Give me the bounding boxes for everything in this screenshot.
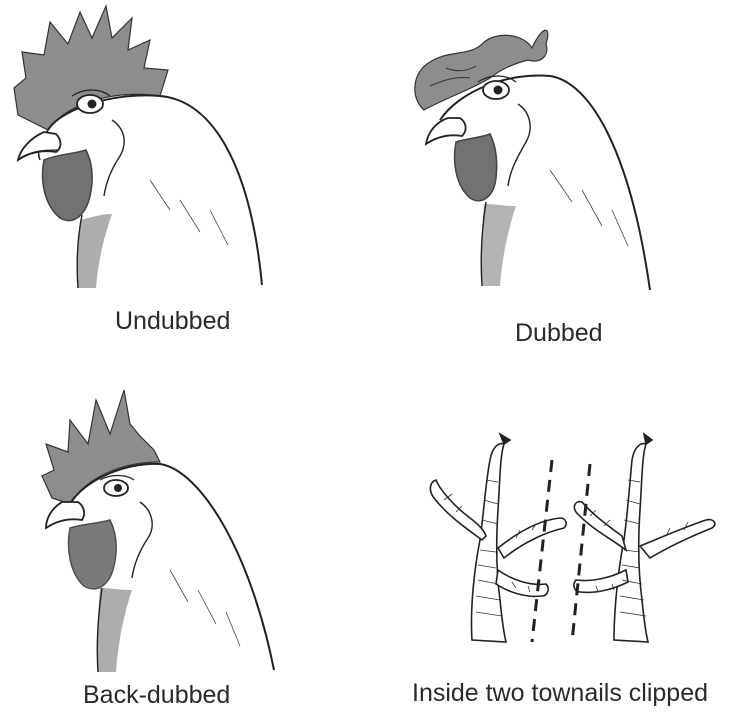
caption-inside-toenails-clipped: Inside two townails clipped: [412, 679, 708, 708]
clipped-toenails-illustration: [400, 420, 740, 650]
right-foot: [574, 434, 715, 642]
left-foot: [430, 434, 566, 642]
clip-line-right: [572, 464, 590, 642]
beak: [426, 118, 466, 144]
wattle: [43, 150, 93, 221]
caption-back-dubbed: Back-dubbed: [83, 681, 230, 710]
clip-line-left: [532, 460, 552, 642]
caption-undubbed: Undubbed: [115, 307, 230, 336]
back-dubbed-comb: [42, 390, 160, 504]
wattle: [455, 134, 497, 201]
caption-dubbed: Dubbed: [515, 319, 603, 348]
back-dubbed-rooster-illustration: [30, 380, 290, 680]
wattle: [69, 520, 117, 589]
dubbed-rooster-illustration: [400, 20, 700, 300]
undubbed-rooster-illustration: [0, 0, 300, 300]
beak: [46, 502, 84, 528]
dubbed-comb: [415, 30, 548, 110]
